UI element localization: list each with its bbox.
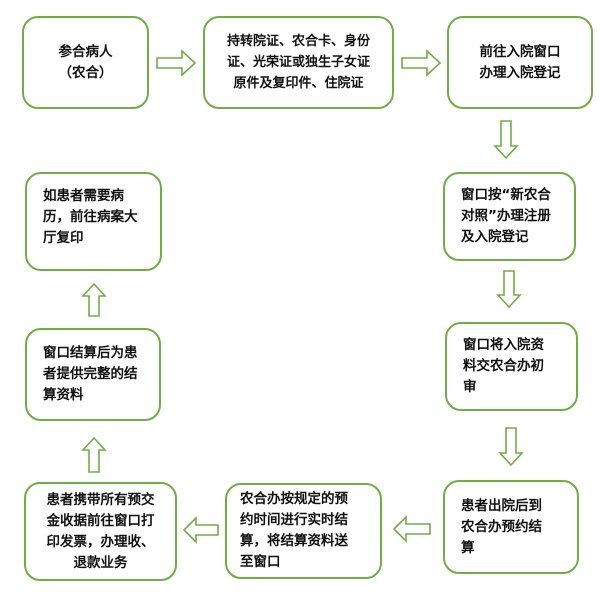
step-10-box: 如患者需要病 历，前往病案大 厅复印 [25, 172, 162, 271]
arrow-down-3-to-4 [493, 120, 519, 160]
step-5-box: 窗口将入院资 料交农合办初 审 [445, 322, 578, 411]
step-3-box: 前往入院窗口 办理入院登记 [447, 16, 593, 109]
arrow-right-2-to-3 [401, 49, 442, 77]
arrow-up-8-to-9 [81, 436, 107, 473]
arrow-up-9-to-10 [81, 282, 107, 317]
step-8-box: 患者携带所有预交 金收据前往窗口打 印发票，办理收、 退款业务 [24, 482, 177, 581]
step-3-text: 前往入院窗口 办理入院登记 [479, 43, 561, 81]
arrow-down-5-to-6 [498, 427, 524, 467]
step-4-box: 窗口按“新农合 对照”办理注册 及入院登记 [443, 172, 576, 261]
step-2-text: 持转院证、农合卡、身份 证、光荣证或独生子女证 原件及复印件、住院证 [226, 34, 370, 91]
step-7-box: 农合办按规定的预 约时间进行实时结 算，将结算资料送 至窗口 [225, 483, 382, 579]
step-10-text: 如患者需要病 历，前往病案大 厅复印 [43, 188, 138, 246]
step-6-text: 患者出院后到 农合办预约结 算 [461, 497, 542, 556]
arrow-left-7-to-8 [182, 516, 219, 544]
step-1-text: 参合病人 （农合） [58, 43, 113, 81]
step-5-text: 窗口将入院资 料交农合办初 审 [463, 337, 544, 395]
step-9-box: 窗口结算后为患 者提供完整的结 算资料 [25, 328, 161, 421]
arrow-down-4-to-5 [496, 270, 522, 309]
step-4-text: 窗口按“新农合 对照”办理注册 及入院登记 [461, 187, 551, 245]
step-1-box: 参合病人 （农合） [22, 16, 149, 109]
step-9-text: 窗口结算后为患 者提供完整的结 算资料 [43, 345, 138, 403]
step-6-box: 患者出院后到 农合办预约结 算 [443, 480, 579, 574]
step-2-box: 持转院证、农合卡、身份 证、光荣证或独生子女证 原件及复印件、住院证 [203, 16, 394, 109]
arrow-left-6-to-7 [392, 515, 431, 543]
step-7-text: 农合办按规定的预 约时间进行实时结 算，将结算资料送 至窗口 [240, 491, 348, 570]
step-8-text: 患者携带所有预交 金收据前往窗口打 印发票，办理收、 退款业务 [46, 491, 155, 571]
arrow-right-1-to-2 [156, 49, 197, 77]
